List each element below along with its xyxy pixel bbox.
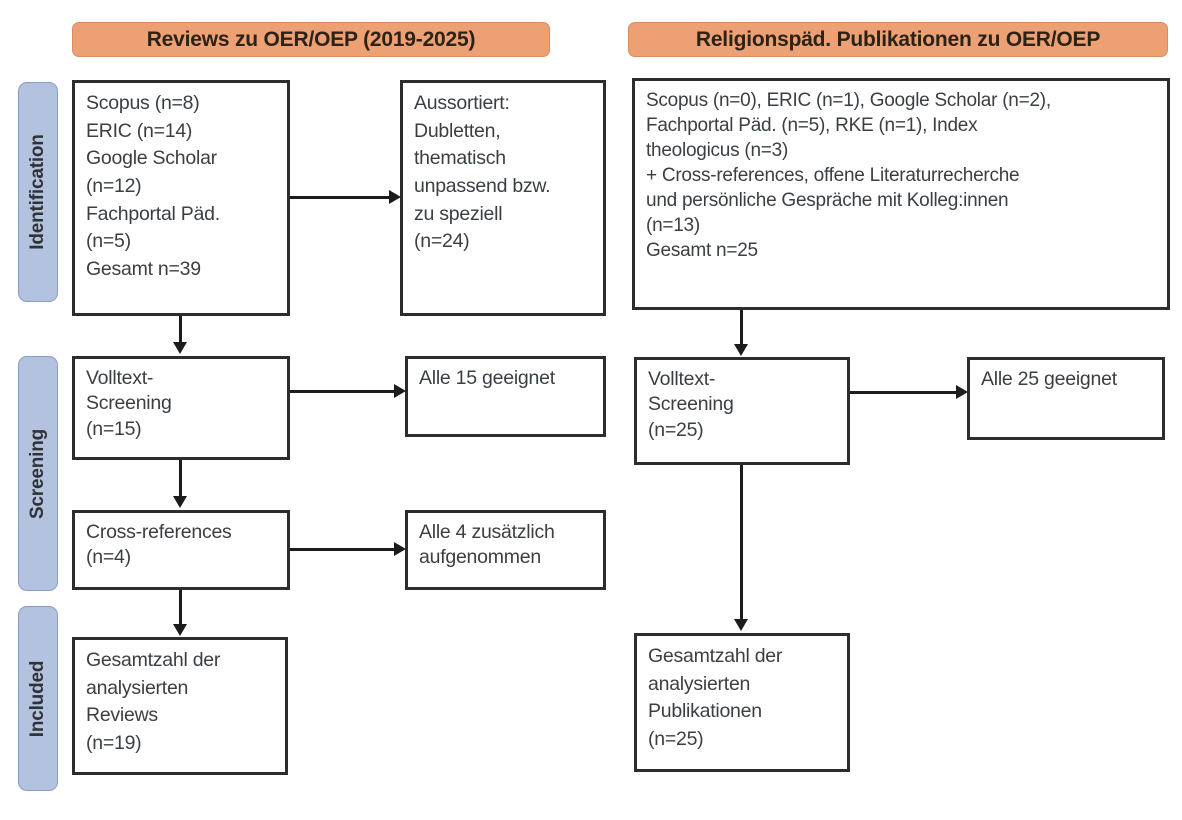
phase-bar-identification: Identification [18,82,58,302]
column-header-reviews: Reviews zu OER/OEP (2019-2025) [72,22,550,57]
phase-label-identification: Identification [27,134,48,250]
arrowhead-right-sources-to-screening [734,344,748,356]
phase-label-included: Included [27,660,48,737]
connector-left-sources-to-screening [179,316,182,344]
box-right-identification-sources: Scopus (n=0), ERIC (n=1), Google Scholar… [632,78,1170,310]
box-left-cross-references: Cross-references (n=4) [72,510,290,590]
connector-left-sources-to-excluded [290,196,390,199]
arrowhead-right-screening-to-eligible [956,385,968,399]
arrowhead-left-sources-to-excluded [389,190,401,204]
arrowhead-left-crossrefs-to-added [394,542,406,556]
box-left-fulltext-screening: Volltext- Screening (n=15) [72,356,290,460]
connector-left-crossrefs-to-included [179,590,182,626]
box-left-included-total: Gesamtzahl der analysierten Reviews (n=1… [72,637,288,775]
connector-left-crossrefs-to-added [290,548,395,551]
connector-right-sources-to-screening [740,310,743,346]
box-right-included-total: Gesamtzahl der analysierten Publikatione… [634,633,850,772]
arrowhead-left-screening-to-eligible [394,384,406,398]
arrowhead-left-crossrefs-to-included [173,624,187,636]
box-right-all-eligible: Alle 25 geeignet [967,357,1165,440]
column-header-religionspaed: Religionspäd. Publikationen zu OER/OEP [628,22,1168,57]
box-left-all-eligible: Alle 15 geeignet [405,356,606,437]
connector-right-screening-to-included [740,465,743,621]
phase-bar-included: Included [18,606,58,791]
connector-left-screening-to-eligible [290,390,395,393]
box-left-excluded: Aussortiert: Dubletten, thematisch unpas… [400,80,606,316]
connector-right-screening-to-eligible [850,391,957,394]
box-right-fulltext-screening: Volltext- Screening (n=25) [634,357,850,465]
arrowhead-right-screening-to-included [734,619,748,631]
phase-bar-screening: Screening [18,356,58,591]
box-left-identification-sources: Scopus (n=8) ERIC (n=14) Google Scholar … [72,80,290,316]
arrowhead-left-screening-to-crossrefs [173,496,187,508]
arrowhead-left-sources-to-screening [173,342,187,354]
box-left-cross-added: Alle 4 zusätzlich aufgenommen [405,510,606,590]
connector-left-screening-to-crossrefs [179,460,182,498]
phase-label-screening: Screening [27,428,48,519]
